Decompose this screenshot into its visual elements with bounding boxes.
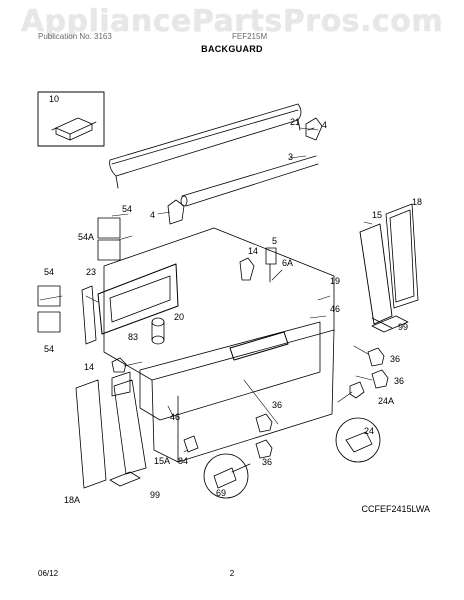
label-21: 21 (290, 117, 300, 127)
label-23: 23 (86, 267, 96, 277)
label-5: 5 (272, 236, 277, 246)
part-15a-18a-left (75, 379, 147, 489)
header-model: FEF215M (232, 32, 268, 41)
label-99-bottom: 99 (150, 490, 160, 500)
label-36-b: 36 (394, 376, 404, 386)
part-10-inset (37, 91, 105, 147)
part-54-switches (37, 217, 121, 333)
label-14-lower: 14 (84, 362, 94, 372)
part-14-5 (239, 247, 277, 283)
part-83 (151, 317, 165, 345)
label-4-top: 4 (322, 120, 327, 130)
label-36-a: 36 (390, 354, 400, 364)
label-15a: 15A (154, 456, 170, 466)
part-20-control (97, 263, 179, 335)
label-46-right: 46 (330, 304, 340, 314)
label-19: 19 (330, 276, 340, 286)
label-24: 24 (364, 426, 374, 436)
part-23-frame (81, 285, 97, 345)
footer-page-number: 2 (229, 569, 235, 578)
part-84 (183, 435, 199, 453)
label-6a: 6A (282, 258, 293, 268)
label-36-c: 36 (272, 400, 282, 410)
part-24-24a (335, 381, 381, 463)
watermark: AppliancePartsPros.com (20, 4, 444, 39)
part-15-18-right (359, 203, 419, 333)
label-10: 10 (49, 94, 59, 104)
footer-date: 06/12 (38, 569, 59, 578)
label-99-right: 99 (398, 322, 408, 332)
label-18a: 18A (64, 495, 80, 505)
label-14-upper: 14 (248, 246, 258, 256)
label-46-lower: 46 (170, 412, 180, 422)
part-4-clip-left (167, 199, 185, 225)
label-20: 20 (174, 312, 184, 322)
backguard-panel (103, 227, 335, 463)
part-3-rod (180, 155, 319, 207)
part-number-labels: 10 21 4 3 18 54 4 15 54A 14 5 6A 19 54 2… (44, 94, 422, 505)
label-24a: 24A (378, 396, 394, 406)
part-top-trim (109, 103, 302, 189)
model-code: CCFEF2415LWA (361, 504, 430, 514)
part-14-lower (111, 357, 127, 373)
publication-number: Publication No. 3163 (38, 32, 112, 41)
part-69-screw (203, 453, 251, 499)
knobs-36 (255, 347, 389, 459)
label-18: 18 (412, 197, 422, 207)
label-69: 69 (216, 488, 226, 498)
label-54a: 54A (78, 232, 94, 242)
label-4-left: 4 (150, 210, 155, 220)
label-54-left-top: 54 (44, 267, 54, 277)
label-36-d: 36 (262, 457, 272, 467)
label-54-left-bottom: 54 (44, 344, 54, 354)
label-15-right: 15 (372, 210, 382, 220)
section-title: BACKGUARD (201, 44, 263, 54)
leader-lines (39, 127, 373, 453)
label-84: 84 (178, 456, 188, 466)
label-54-top: 54 (122, 204, 132, 214)
label-83: 83 (128, 332, 138, 342)
label-3: 3 (288, 152, 293, 162)
